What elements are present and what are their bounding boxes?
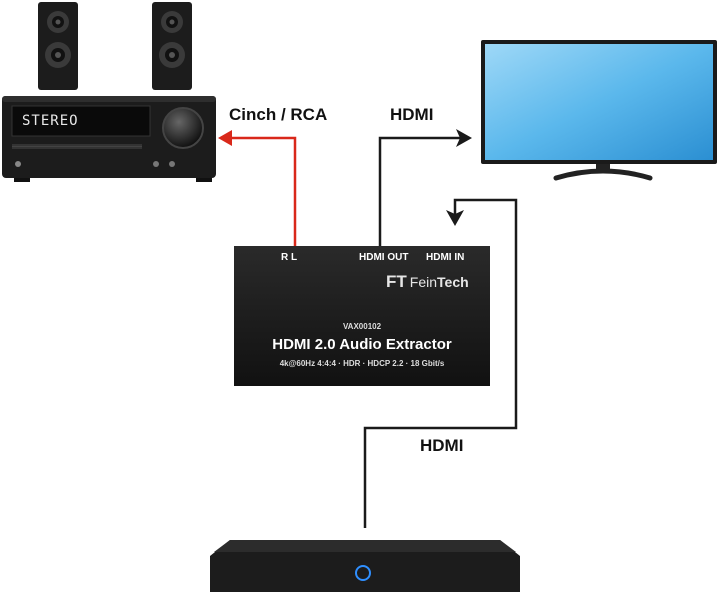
receiver-display-text: STEREO bbox=[22, 113, 79, 129]
audio-cable bbox=[218, 130, 297, 250]
product-specs: 4k@60Hz 4:4:4 · HDR · HDCP 2.2 · 18 Gbit… bbox=[279, 359, 445, 368]
model-number: VAX00102 bbox=[342, 322, 382, 331]
brand-name-part2: Tech bbox=[437, 274, 469, 290]
hdmi-in-cable-label: HDMI bbox=[420, 436, 464, 455]
port-label-hdmi-in: HDMI IN bbox=[426, 252, 465, 263]
stereo-receiver bbox=[2, 96, 216, 182]
hdmi-out-cable-label: HDMI bbox=[390, 105, 434, 124]
product-name: HDMI 2.0 Audio Extractor bbox=[272, 336, 452, 353]
port-label-hdmi-out: HDMI OUT bbox=[359, 252, 409, 263]
brand-mark: FT bbox=[386, 272, 407, 291]
brand-name-part1: Fein bbox=[409, 274, 438, 290]
speaker-right bbox=[152, 2, 192, 90]
speaker-left bbox=[38, 2, 78, 90]
audio-extractor-device bbox=[234, 246, 490, 386]
audio-cable-label: Cinch / RCA bbox=[229, 105, 328, 124]
port-label-rl: R L bbox=[281, 252, 298, 263]
television bbox=[481, 40, 717, 181]
hdmi-in-cable bbox=[363, 198, 518, 528]
set-top-box bbox=[210, 540, 520, 592]
hdmi-out-cable bbox=[378, 129, 472, 250]
